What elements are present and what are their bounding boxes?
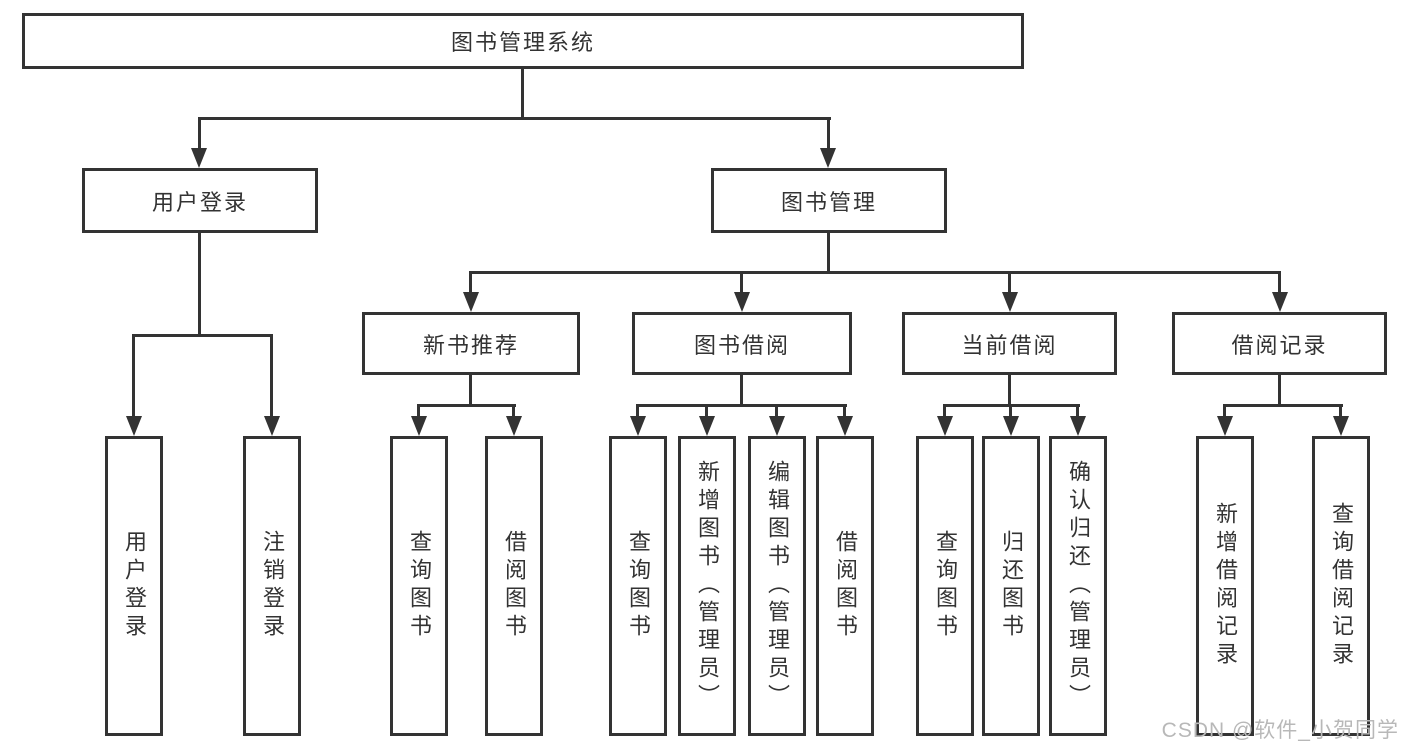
connector — [705, 404, 708, 418]
arrowhead — [1002, 292, 1018, 312]
node-leaf-query-books: 查询图书 — [916, 436, 974, 736]
arrowhead — [630, 416, 646, 436]
node-label: 新书推荐 — [422, 332, 519, 358]
node-leaf-borrow-books: 借阅图书 — [485, 436, 543, 736]
connector — [827, 233, 830, 274]
connector — [512, 404, 515, 418]
node-label: 当前借阅 — [961, 332, 1058, 358]
connector — [843, 404, 846, 418]
arrowhead — [1333, 416, 1349, 436]
node-label: 借阅图书 — [502, 530, 527, 642]
connector — [1223, 404, 1343, 407]
node-label: 注销登录 — [260, 530, 285, 642]
arrowhead — [699, 416, 715, 436]
node-label: 查询图书 — [407, 530, 432, 642]
node-label: 借阅记录 — [1231, 332, 1328, 358]
arrowhead — [937, 416, 953, 436]
arrowhead — [1070, 416, 1086, 436]
connector — [1008, 271, 1011, 293]
connector — [469, 375, 472, 406]
node-label: 编辑图书（管理员） — [765, 460, 790, 712]
connector — [1008, 375, 1011, 406]
connector — [775, 404, 778, 418]
arrowhead — [1003, 416, 1019, 436]
arrowhead — [191, 148, 207, 168]
arrowhead — [463, 292, 479, 312]
node-label: 图书管理系统 — [450, 30, 595, 55]
arrowhead — [820, 148, 836, 168]
arrowhead — [1272, 292, 1288, 312]
node-label: 归还图书 — [999, 530, 1024, 642]
node-label: 用户登录 — [122, 530, 147, 642]
node-user-login: 用户登录 — [82, 168, 318, 233]
connector — [1076, 404, 1079, 418]
node-leaf-add-books-admin: 新增图书（管理员） — [678, 436, 736, 736]
node-book-management: 图书管理 — [711, 168, 947, 233]
node-leaf-confirm-return-admin: 确认归还（管理员） — [1049, 436, 1107, 736]
connector — [417, 404, 420, 418]
connector — [270, 334, 273, 418]
node-leaf-query-books: 查询图书 — [390, 436, 448, 736]
node-leaf-edit-books-admin: 编辑图书（管理员） — [748, 436, 806, 736]
connector — [132, 334, 135, 418]
connector — [1009, 404, 1012, 418]
connector — [740, 271, 743, 293]
arrowhead — [411, 416, 427, 436]
connector — [1278, 271, 1281, 293]
connector — [521, 69, 524, 118]
node-label: 图书管理 — [780, 189, 877, 215]
node-label: 用户登录 — [151, 189, 248, 215]
connector — [1339, 404, 1342, 418]
node-leaf-add-borrow-record: 新增借阅记录 — [1196, 436, 1254, 736]
watermark: CSDN @软件_小贺同学 — [1161, 719, 1399, 742]
connector — [636, 404, 847, 407]
node-current-borrow: 当前借阅 — [902, 312, 1117, 375]
connector — [943, 404, 946, 418]
arrowhead — [264, 416, 280, 436]
node-label: 借阅图书 — [833, 530, 858, 642]
arrowhead — [126, 416, 142, 436]
connector — [1223, 404, 1226, 418]
node-label: 确认归还（管理员） — [1066, 460, 1091, 712]
node-leaf-borrow-books: 借阅图书 — [816, 436, 874, 736]
connector — [198, 117, 831, 120]
connector — [198, 117, 201, 149]
arrowhead — [734, 292, 750, 312]
arrowhead — [837, 416, 853, 436]
connector — [469, 271, 472, 293]
node-leaf-query-borrow-record: 查询借阅记录 — [1312, 436, 1370, 736]
arrowhead — [1217, 416, 1233, 436]
connector — [636, 404, 639, 418]
node-label: 新增图书（管理员） — [695, 460, 720, 712]
node-book-borrow: 图书借阅 — [632, 312, 852, 375]
node-label: 查询借阅记录 — [1329, 502, 1354, 670]
node-label: 图书借阅 — [693, 332, 790, 358]
node-leaf-logout: 注销登录 — [243, 436, 301, 736]
connector — [198, 233, 201, 335]
connector — [1278, 375, 1281, 406]
connector — [132, 334, 273, 337]
node-leaf-user-login: 用户登录 — [105, 436, 163, 736]
arrowhead — [769, 416, 785, 436]
node-label: 查询图书 — [626, 530, 651, 642]
node-leaf-query-books: 查询图书 — [609, 436, 667, 736]
node-label: 新增借阅记录 — [1213, 502, 1238, 670]
node-new-book-recommend: 新书推荐 — [362, 312, 580, 375]
connector — [827, 117, 830, 149]
connector — [740, 375, 743, 406]
node-leaf-return-books: 归还图书 — [982, 436, 1040, 736]
connector — [417, 404, 516, 407]
connector — [469, 271, 1281, 274]
arrowhead — [506, 416, 522, 436]
node-label: 查询图书 — [933, 530, 958, 642]
node-borrow-record: 借阅记录 — [1172, 312, 1387, 375]
node-library-management-system: 图书管理系统 — [22, 13, 1024, 69]
